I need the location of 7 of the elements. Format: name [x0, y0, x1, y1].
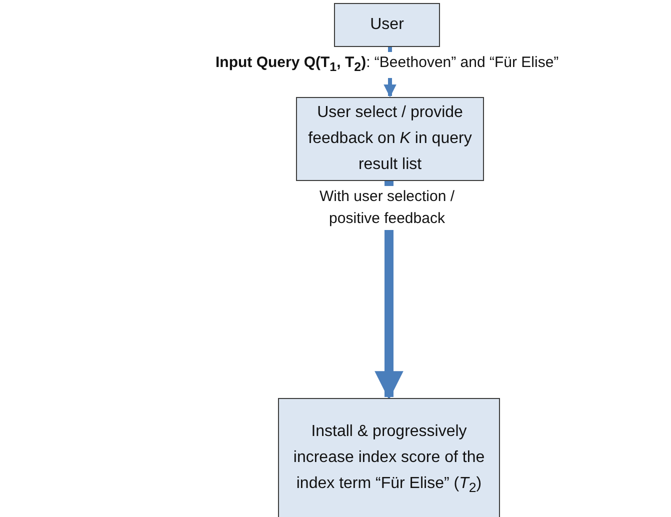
box-text: User — [370, 15, 404, 35]
box-text: Install & progressively increase index score of the index term “Für Elise” (T$_{2}$) — [292, 422, 486, 498]
box-text: User select / provide feedback on K in query result list — [307, 103, 473, 175]
process-box — [334, 3, 440, 47]
edge-label: Input Query Q(T$_{1}$, T$_{2}$): “Beethoven” and “Für Elise” — [216, 52, 559, 78]
process-box — [278, 398, 500, 517]
process-box — [296, 97, 484, 181]
